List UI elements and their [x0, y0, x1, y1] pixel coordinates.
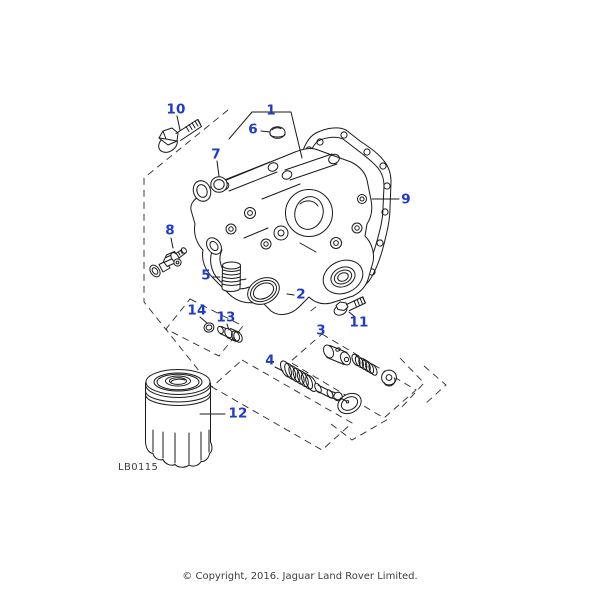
callout-4[interactable]: 4 [265, 352, 275, 369]
callout-10[interactable]: 10 [166, 101, 186, 118]
callout-3[interactable]: 3 [316, 322, 326, 339]
callout-11[interactable]: 11 [349, 314, 369, 331]
callout-8[interactable]: 8 [165, 222, 175, 239]
filter-seal-ring-drawing [243, 272, 284, 309]
oil-pressure-sensor-drawing [148, 247, 188, 279]
callout-13[interactable]: 13 [216, 309, 236, 326]
callout-2[interactable]: 2 [296, 286, 306, 303]
callout-7[interactable]: 7 [211, 146, 221, 163]
leader-lines [171, 112, 399, 414]
threaded-plug-drawing [222, 262, 241, 292]
callout-14[interactable]: 14 [187, 302, 207, 319]
copyright-notice: © Copyright, 2016. Jaguar Land Rover Lim… [182, 571, 418, 582]
o-ring-drawing [211, 177, 227, 193]
callout-6[interactable]: 6 [248, 121, 258, 138]
callout-5[interactable]: 5 [201, 267, 211, 284]
jet-fitting-drawing [216, 325, 243, 343]
flanged-bolt-drawing [156, 120, 202, 156]
callout-12[interactable]: 12 [228, 405, 248, 422]
diagram-code: LB0115 [118, 462, 159, 473]
small-o-ring-drawing [203, 321, 216, 333]
small-flanged-bolt-drawing [332, 297, 365, 317]
oil-pump-housing-drawing [190, 149, 373, 315]
oil-filter-drawing [146, 370, 212, 468]
callout-1[interactable]: 1 [266, 102, 276, 119]
callout-9[interactable]: 9 [401, 191, 411, 208]
cap-plug-drawing [270, 127, 285, 139]
relief-valve-kit-drawing [322, 343, 397, 417]
spring-plunger-drawing [278, 359, 349, 403]
